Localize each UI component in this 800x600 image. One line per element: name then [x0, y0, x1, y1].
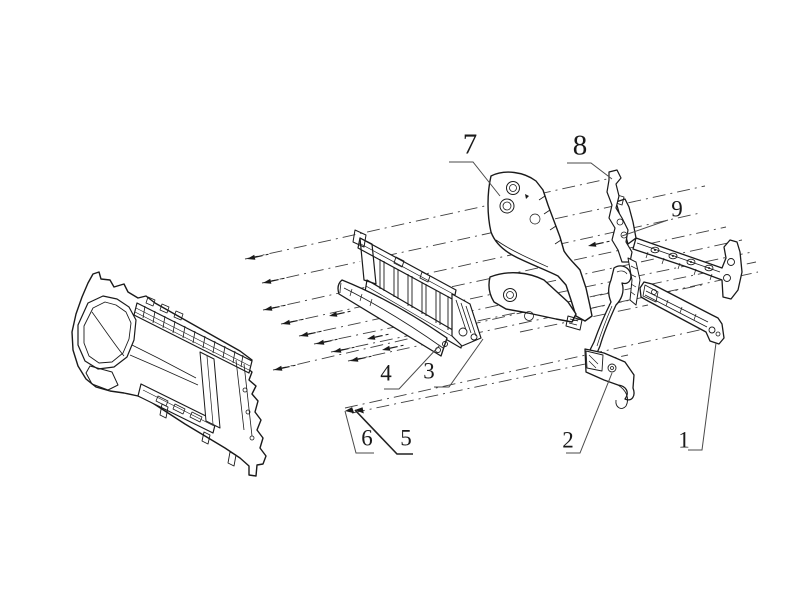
callout-6: 6 [361, 425, 373, 451]
callout-8: 8 [572, 129, 588, 162]
leader-3 [434, 338, 484, 388]
callout-3: 3 [423, 358, 435, 384]
leader-5 [354, 409, 413, 455]
callout-9: 9 [671, 196, 683, 222]
part-7-bracket-plate [487, 171, 593, 331]
bolt-icon [272, 362, 297, 374]
leader-8 [567, 162, 613, 180]
leader-2 [566, 372, 613, 454]
leader-lines [344, 161, 717, 455]
callout-7: 7 [462, 128, 478, 161]
leader-6 [344, 410, 374, 454]
part-4-bumper-bar [337, 279, 448, 357]
bolt-icon [280, 316, 305, 328]
leader-1 [688, 342, 717, 451]
callout-1: 1 [678, 427, 690, 453]
callout-5: 5 [400, 425, 412, 451]
bolt-icon [298, 328, 323, 340]
bolt-icon [245, 251, 270, 263]
bolt-icon [586, 238, 611, 250]
part-1-tie-bar [639, 281, 725, 345]
callout-2: 2 [562, 427, 574, 453]
bolt-icon [327, 308, 352, 320]
leader-4 [384, 344, 441, 390]
leader-9 [621, 219, 669, 237]
part-8-strip-bracket [606, 169, 641, 306]
bolt-icon [314, 336, 339, 348]
leader-6-arrow [345, 407, 355, 414]
callout-4: 4 [380, 360, 392, 386]
bolt-icon [380, 342, 405, 354]
part-2-support-bracket [584, 265, 635, 409]
bolt-icon [261, 275, 286, 287]
bolt-icon [348, 353, 373, 365]
part-3-grille-crossmember [352, 229, 482, 349]
bolt-icon [262, 302, 287, 314]
leader-7 [449, 161, 501, 197]
bolt-icon [331, 344, 356, 356]
leader-5-arrow [355, 407, 364, 414]
part-radiator-support [71, 271, 267, 477]
